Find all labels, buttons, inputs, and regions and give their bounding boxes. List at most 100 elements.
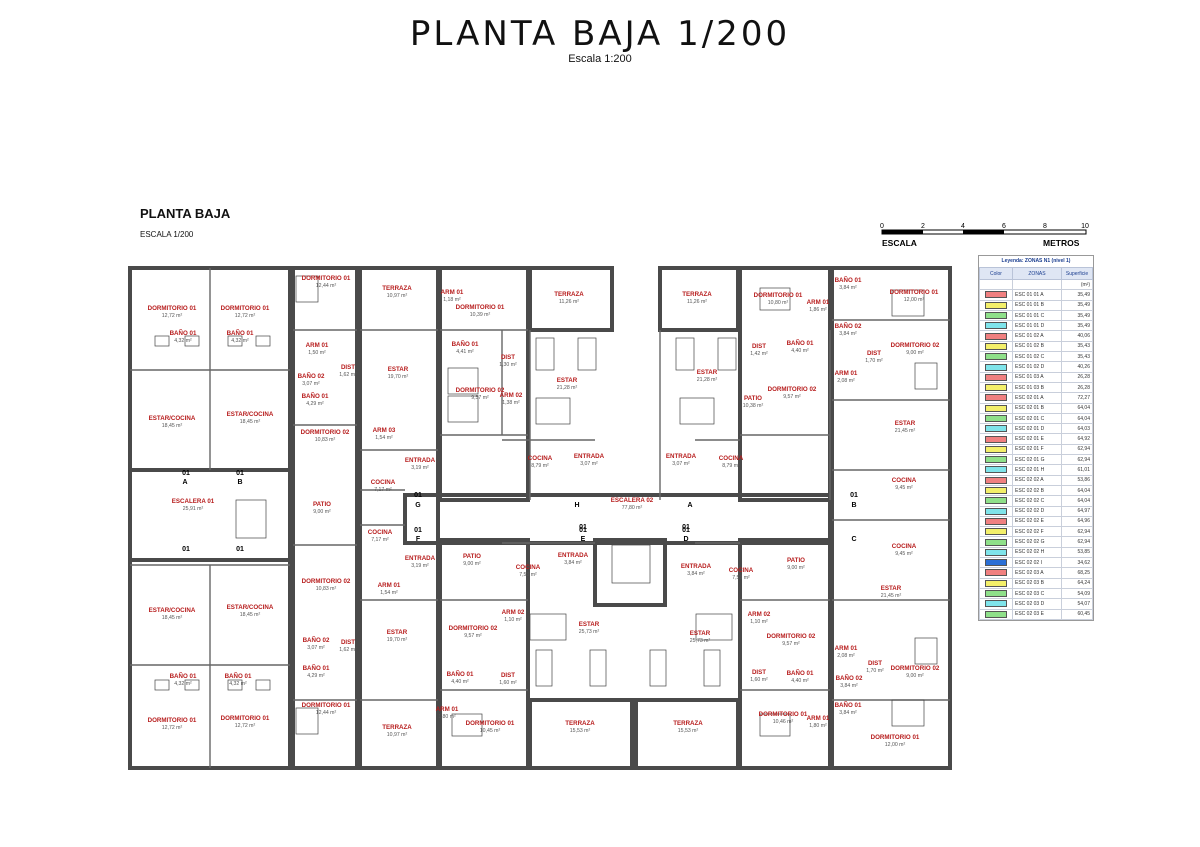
room-name: BAÑO 01 [225, 673, 252, 680]
room-area: 1,30 m² [499, 362, 517, 368]
legend-area: 64,04 [1061, 402, 1093, 414]
room-name: ENTRADA [405, 555, 436, 562]
scale-label-right: METROS [1043, 238, 1080, 248]
room-area: 4,40 m² [791, 348, 809, 354]
legend-swatch-cell [979, 587, 1013, 600]
legend-area: 34,62 [1061, 557, 1093, 569]
legend-swatch-cell [979, 299, 1013, 311]
room-area: 4,29 m² [306, 401, 324, 407]
room-name: DIST [752, 343, 766, 350]
grid-marker: E [581, 536, 586, 543]
room-name: ESCALERA 02 [611, 497, 654, 504]
legend-area: 35,49 [1061, 299, 1093, 311]
room-area: 12,00 m² [885, 742, 906, 748]
room-area: 7,53 m² [519, 572, 537, 578]
legend-swatch [985, 487, 1007, 495]
legend-swatch [985, 590, 1007, 598]
legend-zone: ESC 01 01 D [1012, 320, 1062, 332]
legend-swatch [985, 579, 1007, 587]
scale-tick: 4 [961, 223, 965, 230]
legend-area: 68,25 [1061, 567, 1093, 579]
room-area: 10,83 m² [316, 586, 337, 592]
legend-swatch-cell [979, 567, 1013, 579]
legend-swatch [985, 332, 1007, 340]
grid-marker: 01 [236, 470, 244, 477]
room-area: 3,84 m² [687, 571, 705, 577]
legend-swatch-cell [979, 598, 1013, 610]
room-area: 9,00 m² [906, 673, 924, 679]
room-area: 4,29 m² [307, 673, 325, 679]
room-area: 21,28 m² [697, 377, 718, 383]
room-area: 8,79 m² [722, 463, 740, 469]
grid-marker: H [574, 502, 579, 509]
legend-swatch [985, 517, 1007, 525]
room-area: 9,45 m² [895, 485, 913, 491]
room-name: ENTRADA [681, 563, 712, 570]
room-area: 1,60 m² [499, 680, 517, 686]
room-area: 21,45 m² [881, 593, 902, 599]
legend-swatch [985, 353, 1007, 361]
legend-zone: ESC 01 01 B [1012, 299, 1062, 311]
legend-zone: ESC 02 02 B [1012, 484, 1062, 497]
legend-swatch [985, 559, 1007, 567]
room-area: 1,80 m² [438, 714, 456, 720]
scale-bar: 0 2 4 6 8 10 ESCALA METROS [880, 223, 1089, 248]
legend-swatch-cell [979, 381, 1013, 394]
room-name: BAÑO 01 [302, 393, 329, 400]
room-area: 15,53 m² [570, 728, 591, 734]
room-name: ARM 02 [502, 609, 525, 616]
room-area: 9,57 m² [783, 394, 801, 400]
room-area: 4,40 m² [451, 679, 469, 685]
room-name: BAÑO 02 [303, 637, 330, 644]
grid-marker: D [683, 536, 688, 543]
room-area: 3,07 m² [672, 461, 690, 467]
room-area: 1,10 m² [750, 619, 768, 625]
room-area: 3,84 m² [840, 683, 858, 689]
room-name: BAÑO 01 [787, 340, 814, 347]
room-area: 18,45 m² [240, 419, 261, 425]
legend-area: 35,49 [1061, 309, 1093, 322]
room-area: 3,84 m² [564, 560, 582, 566]
room-name: ESTAR/COCINA [227, 411, 274, 418]
room-name: DORMITORIO 01 [302, 275, 351, 282]
scale-tick: 6 [1002, 223, 1006, 230]
room-name: BAÑO 02 [298, 373, 325, 380]
room-name: ARM 01 [306, 342, 329, 349]
furniture [154, 275, 938, 737]
room-area: 10,46 m² [773, 719, 794, 725]
room-area: 9,00 m² [313, 509, 331, 515]
legend-swatch-cell [979, 526, 1013, 538]
legend-swatch-cell [979, 443, 1013, 456]
room-name: DORMITORIO 01 [221, 305, 270, 312]
legend-zone: ESC 02 02 D [1012, 505, 1062, 517]
legend-swatch-cell [979, 340, 1013, 353]
walls [128, 266, 952, 770]
room-area: 18,45 m² [240, 612, 261, 618]
legend-swatch [985, 312, 1007, 320]
legend-zone: ESC 01 01 A [1012, 289, 1062, 301]
room-name: PATIO [744, 395, 762, 402]
room-area: 9,57 m² [782, 641, 800, 647]
room-name: COCINA [729, 567, 754, 574]
legend-area: 64,03 [1061, 423, 1093, 435]
room-name: ARM 01 [441, 289, 464, 296]
legend-swatch-cell [979, 546, 1013, 559]
legend-area: 62,94 [1061, 443, 1093, 456]
room-name: ENTRADA [558, 552, 589, 559]
room-area: 7,53 m² [732, 575, 750, 581]
legend-swatch-cell [979, 484, 1013, 497]
